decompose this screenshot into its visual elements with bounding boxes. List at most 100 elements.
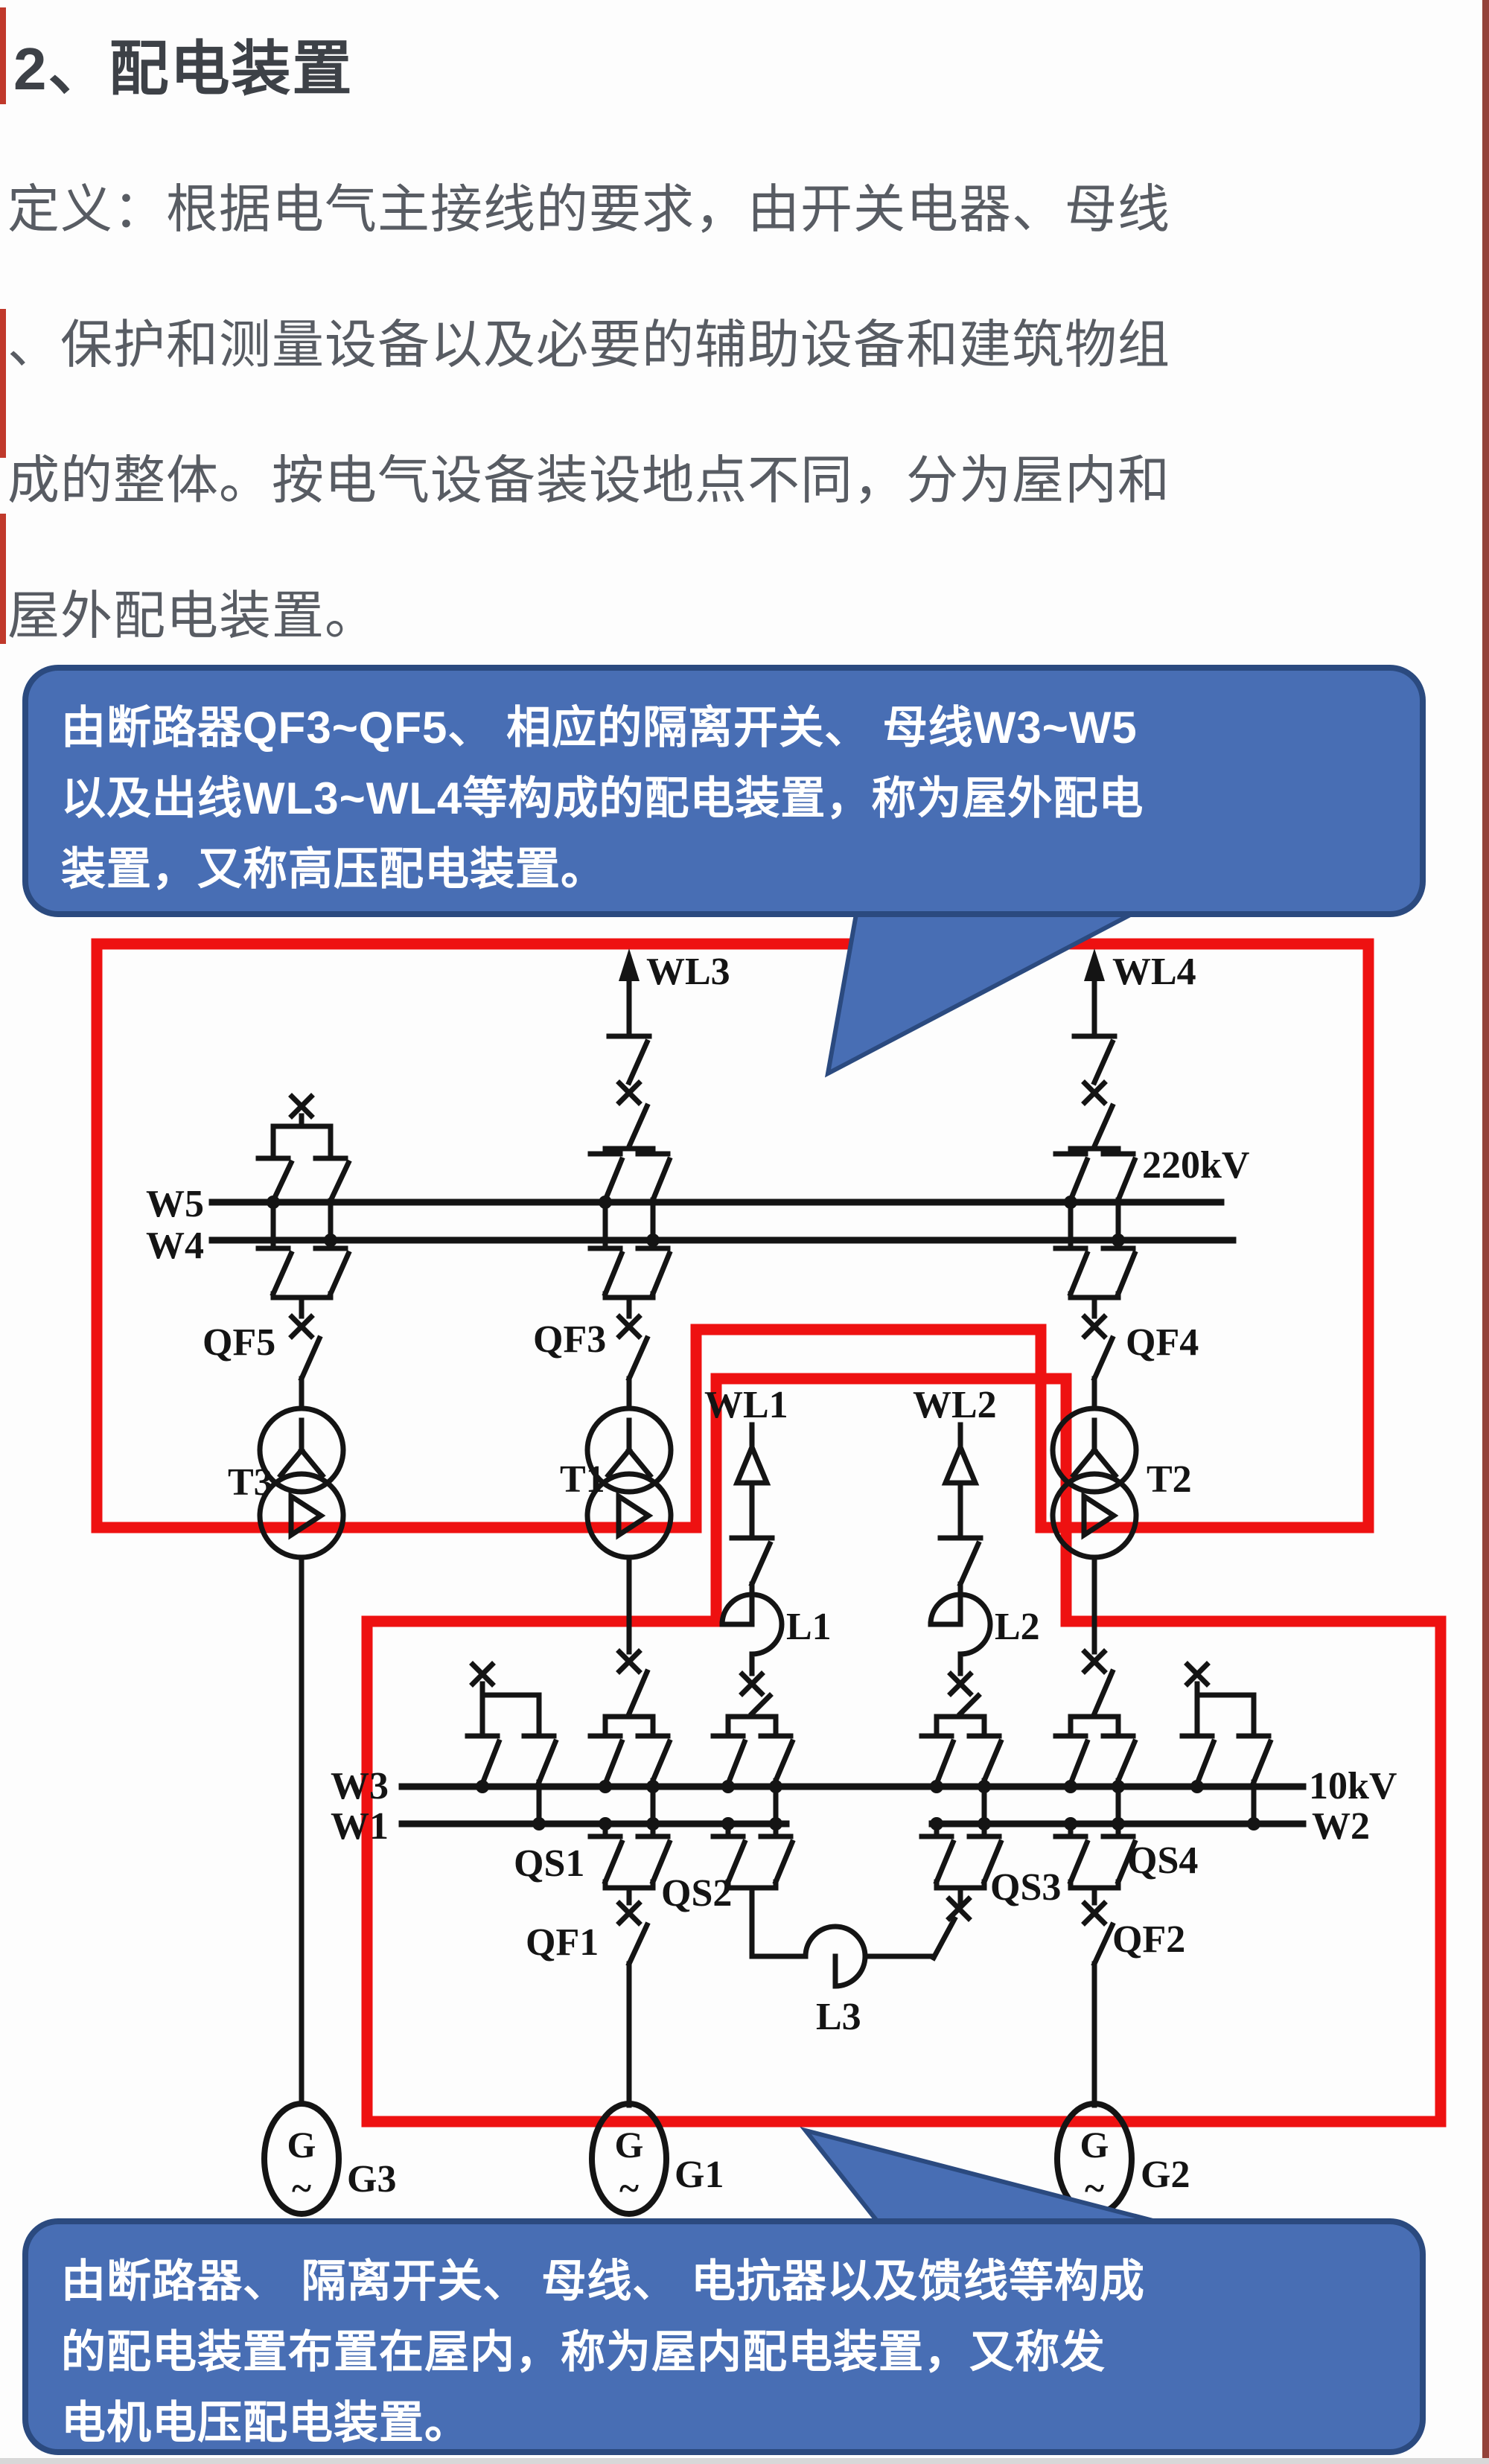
page-edge-mark (0, 7, 6, 104)
label-w4: W4 (146, 1225, 204, 1267)
label-wl4: WL4 (1112, 951, 1196, 993)
label-g1: G1 (675, 2154, 724, 2196)
generator-g3 (261, 2101, 342, 2217)
label-l1: L1 (786, 1606, 832, 1648)
g3-letter: G (287, 2124, 316, 2165)
label-g2: G2 (1141, 2154, 1190, 2196)
wl2-lower (919, 1784, 1004, 1891)
x-qf5 (288, 1313, 315, 1340)
label-wl1: WL1 (704, 1384, 788, 1426)
wl2-upper (919, 1692, 1004, 1827)
t3-delta (288, 1491, 326, 1540)
wl1-upper (710, 1692, 796, 1827)
label-w1: W1 (331, 1805, 389, 1848)
callout-line: 电机电压配电装置。 (61, 2397, 470, 2448)
label-w2: W2 (1312, 1805, 1370, 1848)
x-qf4 (1081, 1313, 1108, 1340)
label-qs2: QS2 (661, 1872, 732, 1915)
label-l3: L3 (816, 1996, 861, 2038)
label-wl2: WL2 (913, 1384, 997, 1426)
x-l1 (739, 1670, 765, 1697)
g3-tilde: ~ (292, 2167, 311, 2209)
definition-line: 屋外配电装置。 (7, 587, 377, 645)
label-qf1: QF1 (526, 1921, 599, 1964)
t3-winding1 (257, 1405, 346, 1495)
qf2-switch (1091, 1921, 1116, 2108)
g1-letter: G (615, 2124, 644, 2165)
x-g2top (1081, 1648, 1108, 1675)
wl1-line (729, 1422, 775, 1627)
outdoor-red-outline (91, 938, 1374, 1533)
qf1-switch (625, 1921, 651, 2108)
label-wl3: WL3 (646, 951, 730, 993)
g1-lower (587, 1784, 673, 1906)
t2-delta (1081, 1491, 1119, 1540)
qf5-switch (298, 1335, 323, 1411)
t2-selectors (1053, 1199, 1138, 1319)
qf4-switch (1091, 1335, 1116, 1411)
indoor-red-outline (361, 1373, 1447, 2128)
wl4-feeder (1053, 963, 1138, 1243)
label-qf2: QF2 (1112, 1918, 1185, 1961)
x-coupler10r (1184, 1661, 1211, 1688)
l2-reactor (928, 1592, 993, 1676)
t3-star (277, 1417, 326, 1479)
x-coupler10l (469, 1661, 496, 1688)
x-qf2 (1081, 1900, 1108, 1927)
callout-line: 以及出线WL3~WL4等构成的配电装置，称为屋外配电 (61, 773, 1144, 823)
definition-line: 定义：根据电气主接线的要求，由开关电器、母线 (7, 180, 1170, 238)
wl2-arrow (941, 1440, 980, 1486)
indoor-callout: 由断路器、 隔离开关、 母线、 电抗器以及馈线等构成 的配电装置布置在屋内，称为… (22, 2218, 1426, 2455)
label-qs4: QS4 (1127, 1839, 1198, 1882)
t2-star (1070, 1417, 1119, 1479)
coupler10-right (1179, 1681, 1274, 1827)
l3-reactor (803, 1924, 937, 1989)
x-g1top (616, 1648, 643, 1675)
outdoor-callout: 由断路器QF3~QF5、 相应的隔离开关、 母线W3~W5 以及出线WL3~WL… (22, 665, 1426, 917)
label-t3: T3 (228, 1461, 273, 1504)
label-qs1: QS1 (514, 1842, 584, 1885)
page-title: 2、配电装置 (13, 36, 354, 102)
label-t1: T1 (560, 1458, 605, 1501)
page-edge-mark (1482, 0, 1489, 2464)
x-qf3 (616, 1313, 643, 1340)
g2-upper (1053, 1668, 1138, 1827)
callout-line: 装置，又称高压配电装置。 (61, 843, 606, 894)
label-w5: W5 (146, 1183, 204, 1225)
definition-line: 、保护和测量设备以及必要的辅助设备和建筑物组 (7, 316, 1170, 374)
l1-reactor (719, 1592, 785, 1676)
t2-winding1 (1050, 1405, 1139, 1495)
coupler10-left (465, 1681, 559, 1827)
x-coupler220 (288, 1093, 315, 1120)
callout-line: 的配电装置布置在屋内，称为屋内配电装置，又称发 (61, 2326, 1106, 2377)
label-qs3: QS3 (990, 1866, 1061, 1909)
x-wl4 (1081, 1079, 1108, 1106)
label-w3: W3 (331, 1765, 389, 1807)
page-edge-mark (0, 2458, 1489, 2464)
wl1-arrow (733, 1440, 771, 1486)
g2-letter: G (1080, 2124, 1109, 2165)
coupler220 (255, 1113, 352, 1243)
callout-line: 由断路器、 隔离开关、 母线、 电抗器以及馈线等构成 (61, 2256, 1146, 2306)
definition-line: 成的整体。按电气设备装设地点不同，分为屋内和 (7, 451, 1170, 509)
label-220kv: 220kV (1142, 1144, 1249, 1187)
label-l2: L2 (995, 1606, 1040, 1648)
label-t2: T2 (1147, 1458, 1192, 1501)
g1-tilde: ~ (619, 2167, 639, 2209)
page-edge-mark (0, 309, 6, 458)
label-10kv: 10kV (1309, 1765, 1397, 1807)
label-qf4: QF4 (1126, 1321, 1199, 1364)
label-qf3: QF3 (533, 1318, 606, 1361)
wl3-feeder (587, 963, 673, 1243)
label-qf5: QF5 (203, 1321, 275, 1364)
outdoor-callout-tail (824, 912, 1133, 1078)
t1-winding1 (584, 1405, 674, 1495)
x-qf1 (616, 1900, 643, 1927)
g1-upper (587, 1668, 673, 1827)
t1-star (605, 1417, 654, 1479)
x-wl3 (616, 1079, 643, 1106)
wl3-arrowhead (619, 948, 640, 981)
wl1-lower (710, 1784, 809, 1959)
